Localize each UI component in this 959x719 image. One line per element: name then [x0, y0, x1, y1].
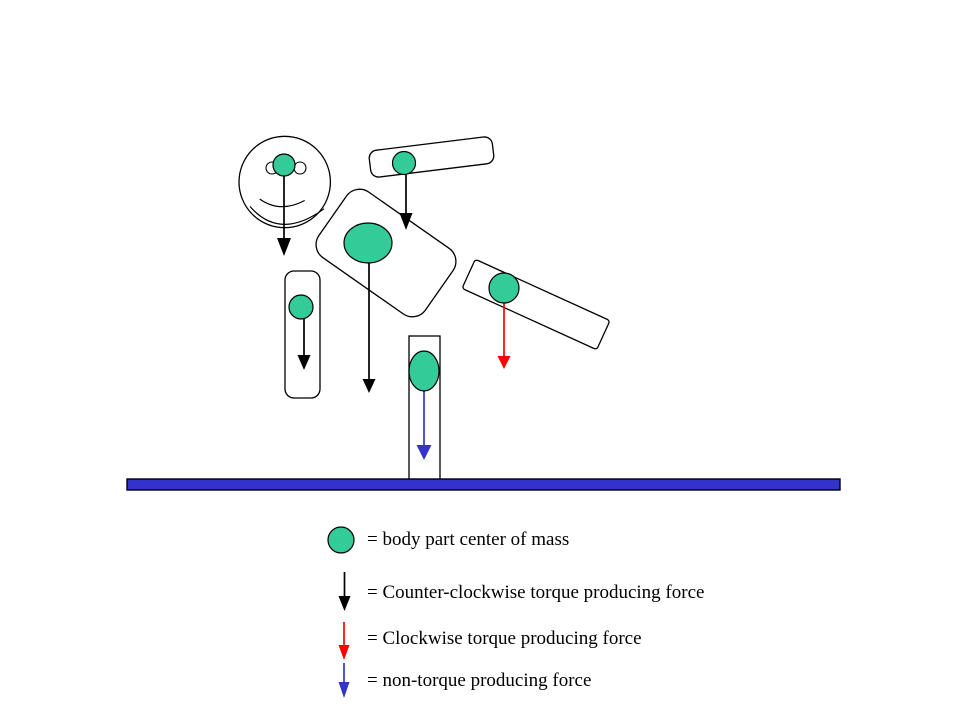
eye-right-icon — [293, 161, 307, 175]
legend-ccw-arrowhead — [338, 596, 351, 611]
swing-leg-force-arrowhead — [497, 356, 511, 369]
torso-force-arrowhead — [362, 379, 376, 393]
forearm-segment — [284, 270, 321, 399]
forearm-com-marker — [288, 294, 314, 320]
head-segment — [238, 135, 332, 256]
head-com-marker — [272, 153, 296, 177]
forearm-outline — [284, 270, 321, 399]
legend-nontorque-arrowhead — [338, 682, 350, 698]
head-force-arrowhead — [277, 238, 291, 256]
swing-leg-outline — [462, 259, 610, 350]
torso-com-group — [343, 222, 393, 393]
support-leg-force-arrowhead — [416, 445, 432, 460]
support-leg-segment — [408, 335, 441, 481]
support-leg-com-marker — [408, 350, 440, 392]
swing-leg-segment — [462, 259, 610, 369]
swing-leg-com-marker — [488, 272, 520, 304]
legend-label-ccw-force: = Counter-clockwise torque producing for… — [367, 582, 705, 603]
legend-symbols — [327, 526, 355, 698]
torso-com-marker — [343, 222, 393, 264]
legend-cw-arrowhead — [338, 645, 350, 660]
legend-com-symbol — [327, 526, 355, 554]
upper-arm-segment — [368, 136, 495, 230]
legend-label-com: = body part center of mass — [367, 529, 570, 550]
forearm-force-arrowhead — [297, 355, 311, 370]
legend-label-cw-force: = Clockwise torque producing force — [367, 628, 642, 649]
legend-label-nontorque-force: = non-torque producing force — [367, 670, 592, 691]
upper-arm-outline — [368, 136, 495, 178]
ground-line — [126, 478, 841, 491]
upper-arm-com-marker — [391, 150, 417, 176]
upper-arm-force-arrowhead — [399, 213, 413, 230]
smile-upper-arc — [259, 198, 305, 208]
